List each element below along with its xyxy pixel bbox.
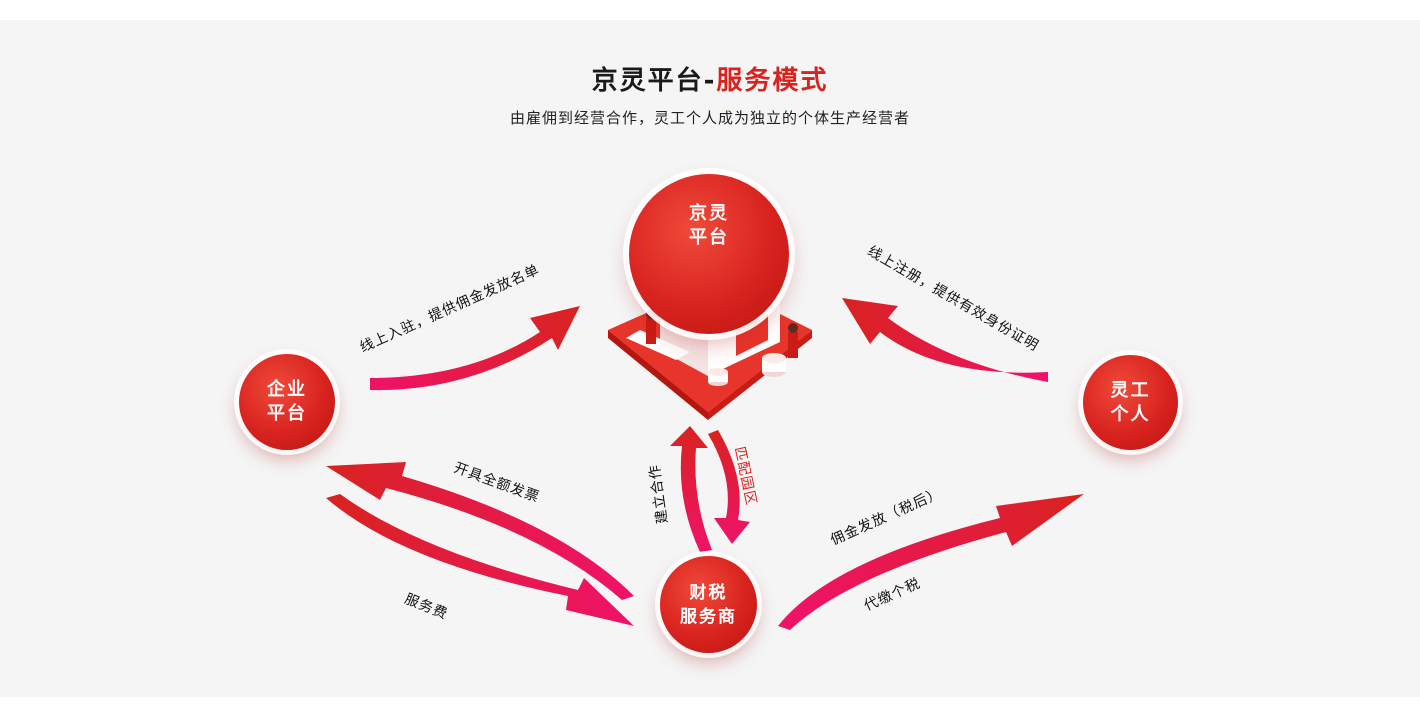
platform-node-line1: 京灵 <box>689 203 729 224</box>
page-title: 京灵平台-服务模式 <box>0 60 1420 97</box>
worker-node: 灵工 个人 <box>1083 355 1178 450</box>
arrow-service-to-platform <box>670 426 712 552</box>
worker-node-line2: 个人 <box>1110 403 1151 425</box>
arrow-service-to-worker <box>778 494 1084 630</box>
service-provider-node: 财税 服务商 <box>660 556 757 653</box>
title-accent: 服务模式 <box>716 66 829 96</box>
enterprise-node: 企业 平台 <box>239 354 335 450</box>
page-subtitle: 由雇佣到经营合作，灵工个人成为独立的个体生产经营者 <box>509 109 910 127</box>
arrow-platform-to-service <box>708 430 750 544</box>
enterprise-node-line1: 企业 <box>267 379 307 400</box>
enterprise-node-line2: 平台 <box>267 403 307 424</box>
arrow-worker-to-platform <box>842 298 1048 382</box>
arrow-service-to-enterprise <box>326 462 634 600</box>
arrow-enterprise-to-platform <box>370 306 580 391</box>
platform-node-line2: 平台 <box>689 227 729 248</box>
platform-node: 京灵 平台 <box>629 174 789 334</box>
service-node-line1: 财税 <box>689 582 728 603</box>
service-node-line2: 服务商 <box>680 606 737 627</box>
worker-node-line1: 灵工 <box>1110 379 1151 401</box>
arrow-enterprise-to-service <box>326 494 634 626</box>
title-main: 京灵平台- <box>591 66 717 96</box>
